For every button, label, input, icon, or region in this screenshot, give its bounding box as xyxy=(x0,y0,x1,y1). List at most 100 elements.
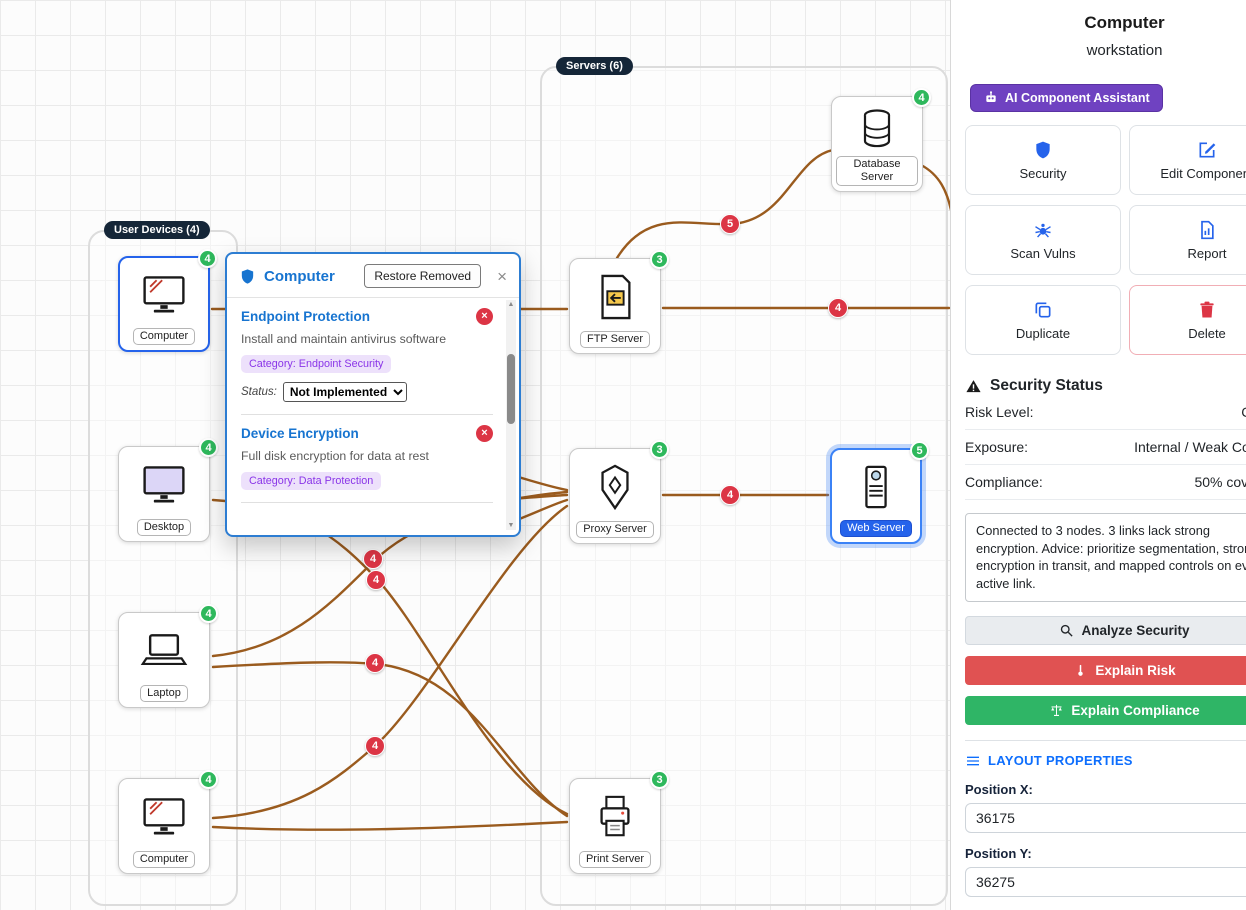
node-desktop[interactable]: 4 Desktop xyxy=(118,438,218,542)
edit-component-button[interactable]: Edit Component xyxy=(1129,125,1246,195)
node-laptop[interactable]: 4 Laptop xyxy=(118,604,218,708)
scroll-up-icon[interactable]: ▲ xyxy=(507,301,515,308)
ai-assistant-label: AI Component Assistant xyxy=(1005,91,1150,105)
position-x-label: Position X: xyxy=(965,781,1033,797)
link-risk-badge[interactable]: 4 xyxy=(366,570,386,590)
action-label: Scan Vulns xyxy=(1010,245,1076,261)
scan-vulns-button[interactable]: Scan Vulns xyxy=(965,205,1121,275)
compliance-value: 50% coverage xyxy=(1194,474,1246,490)
node-proxy-server[interactable]: 3 Proxy Server xyxy=(569,440,669,544)
link-risk-badge[interactable]: 4 xyxy=(365,736,385,756)
warning-icon xyxy=(966,379,981,392)
node-label: Web Server xyxy=(840,519,912,537)
spider-icon xyxy=(1035,223,1051,238)
scroll-down-icon[interactable]: ▼ xyxy=(507,522,515,529)
node-computer-2[interactable]: 4 Computer xyxy=(118,770,218,874)
printer-icon xyxy=(591,784,639,851)
exposure-label: Exposure: xyxy=(965,439,1029,455)
control-count-badge: 4 xyxy=(199,438,218,457)
node-web-server[interactable]: 5 Web Server xyxy=(830,441,929,544)
action-grid: Security Edit Component Scan Vulns Repor… xyxy=(965,125,1246,355)
action-label: Duplicate xyxy=(1015,325,1071,341)
layers-icon xyxy=(967,756,979,765)
control-count-badge: 5 xyxy=(910,441,929,460)
layout-properties-heading: LAYOUT PROPERTIES xyxy=(965,753,1246,769)
analyze-security-button[interactable]: Analyze Security xyxy=(965,615,1246,645)
security-summary: Connected to 3 nodes. 3 links lack stron… xyxy=(965,513,1246,602)
node-print-server[interactable]: 3 Print Server xyxy=(569,770,669,874)
risk-level-label: Risk Level: xyxy=(965,404,1034,420)
node-label: Computer xyxy=(132,327,196,345)
control-count-badge: 3 xyxy=(650,250,669,269)
controls-popup: Computer Restore Removed × Endpoint Prot… xyxy=(225,252,521,537)
control-description: Install and maintain antivirus software xyxy=(241,332,447,346)
monitor-icon xyxy=(140,784,188,851)
compliance-row: Compliance: 50% coverage xyxy=(965,465,1246,500)
security-status-heading: Security Status xyxy=(965,377,1246,395)
proxy-shield-icon xyxy=(591,454,639,521)
delete-button[interactable]: Delete xyxy=(1129,285,1246,355)
node-label: Laptop xyxy=(140,684,188,702)
popup-title: Computer xyxy=(264,267,335,285)
diagram-canvas[interactable]: Servers (6) User Devices (4) 4 Computer … xyxy=(0,0,950,910)
link-risk-badge[interactable]: 5 xyxy=(720,214,740,234)
popup-header: Computer Restore Removed × xyxy=(227,254,519,298)
link-risk-badge[interactable]: 4 xyxy=(720,485,740,505)
restore-removed-button[interactable]: Restore Removed xyxy=(364,264,482,288)
link-risk-badge[interactable]: 4 xyxy=(828,298,848,318)
servers-group-label[interactable]: Servers (6) xyxy=(556,57,633,75)
node-label: Database Server xyxy=(836,155,918,186)
analyze-security-label: Analyze Security xyxy=(1081,622,1190,638)
status-label: Status: xyxy=(241,386,277,398)
trash-icon xyxy=(1200,301,1214,317)
node-label: Proxy Server xyxy=(576,520,654,538)
security-button[interactable]: Security xyxy=(965,125,1121,195)
node-ftp-server[interactable]: 3 FTP Server xyxy=(569,250,669,354)
exposure-row: Exposure: Internal / Weak Controls xyxy=(965,430,1246,465)
control-count-badge: 3 xyxy=(650,770,669,789)
robot-icon xyxy=(986,91,996,102)
report-button[interactable]: Report xyxy=(1129,205,1246,275)
desktop-monitor-icon xyxy=(140,452,188,519)
position-y-input[interactable] xyxy=(965,866,1246,897)
remove-control-icon[interactable]: × xyxy=(476,425,493,442)
edit-icon xyxy=(1199,142,1216,157)
category-badge: Category: Endpoint Security xyxy=(241,355,392,373)
category-badge: Category: Data Protection xyxy=(241,472,382,490)
node-label: Print Server xyxy=(578,850,652,868)
properties-panel: Computer workstation AI Component Assist… xyxy=(950,0,1246,910)
explain-compliance-label: Explain Compliance xyxy=(1071,702,1200,718)
control-count-badge: 4 xyxy=(199,604,218,623)
scales-icon xyxy=(1051,704,1063,716)
control-count-badge: 4 xyxy=(199,770,218,789)
server-tower-icon xyxy=(852,455,900,520)
layout-properties-label: LAYOUT PROPERTIES xyxy=(988,753,1133,769)
explain-risk-button[interactable]: Explain Risk xyxy=(965,655,1246,685)
duplicate-button[interactable]: Duplicate xyxy=(965,285,1121,355)
search-icon xyxy=(1061,624,1074,637)
user-devices-group-label[interactable]: User Devices (4) xyxy=(104,221,210,239)
node-label: Computer xyxy=(132,850,196,868)
node-computer-1[interactable]: 4 Computer xyxy=(118,249,217,352)
status-select[interactable]: Not Implemented xyxy=(282,382,407,402)
divider xyxy=(965,739,1246,741)
remove-control-icon[interactable]: × xyxy=(476,308,493,325)
control-name: Device Encryption xyxy=(241,426,359,441)
popup-scrollbar[interactable]: ▲ ▼ xyxy=(506,300,516,530)
explain-compliance-button[interactable]: Explain Compliance xyxy=(965,695,1246,725)
compliance-label: Compliance: xyxy=(965,474,1043,490)
link-risk-badge[interactable]: 4 xyxy=(365,653,385,673)
control-count-badge: 4 xyxy=(912,88,931,107)
node-label: Desktop xyxy=(136,518,192,536)
position-x-input[interactable] xyxy=(965,802,1246,833)
panel-subtitle: workstation xyxy=(1086,42,1163,59)
scrollbar-thumb[interactable] xyxy=(507,354,515,424)
control-name: Endpoint Protection xyxy=(241,309,370,324)
close-icon[interactable]: × xyxy=(497,266,507,286)
database-cylinder-icon xyxy=(853,102,901,156)
ai-assistant-button[interactable]: AI Component Assistant xyxy=(970,84,1163,112)
action-label: Security xyxy=(1019,165,1067,181)
node-database-server[interactable]: 4 Database Server xyxy=(831,88,931,192)
copy-icon xyxy=(1035,302,1051,317)
link-risk-badge[interactable]: 4 xyxy=(363,549,383,569)
